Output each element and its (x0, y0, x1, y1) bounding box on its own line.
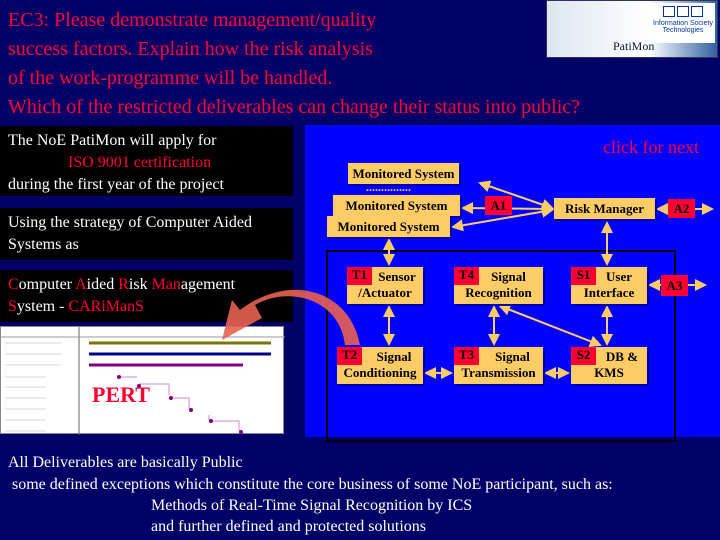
box-label: Interface (583, 285, 635, 300)
carimans-name: CARiManS (68, 298, 145, 315)
ist-sub: Technologies (662, 27, 704, 34)
iso-text: during the first year of the project (8, 176, 224, 193)
box-label: KMS (594, 365, 624, 380)
click-for-next-link[interactable]: click for next (603, 137, 699, 157)
box-label: DB & (605, 349, 639, 364)
box-label: /Actuator (358, 285, 412, 300)
ellipsis-dots: ............... (366, 180, 411, 194)
orange-curved-arrow (222, 289, 360, 345)
s2-db-kms-box: S2 DB &KMS (571, 347, 647, 384)
ist-logo: Information Society Technologies (651, 3, 715, 43)
title-line: Which of the restricted deliverables can… (8, 96, 581, 118)
a2-tag: A2 (668, 199, 695, 218)
iso-text: The NoE PatiMon will apply for (8, 132, 217, 149)
ist-label: Information Society (653, 20, 713, 27)
t1-sensor-box: T1 Sensor/Actuator (347, 267, 423, 304)
title-line: success factors. Explain how the risk an… (8, 38, 373, 60)
t4-tag: T4 (454, 267, 479, 285)
t3-tag: T3 (454, 347, 479, 365)
letter: S (8, 298, 17, 315)
word: ided (86, 276, 119, 293)
monitored-system-box: Monitored System (333, 195, 460, 216)
letter: C (8, 276, 19, 293)
box-label: Sensor (378, 269, 416, 284)
t1-tag: T1 (347, 267, 372, 285)
title-line: EC3: Please demonstrate management/quali… (8, 9, 377, 31)
s2-tag: S2 (571, 347, 596, 365)
exception-item: Methods of Real-Time Signal Recognition … (151, 497, 473, 514)
brand-name: PatiMon (613, 39, 655, 53)
box-label: Transmission (461, 365, 536, 380)
gantt-graphic (1, 327, 285, 435)
pert-label: PERT (92, 382, 150, 407)
word: agement (180, 276, 236, 293)
carimans-line2: System - CARiManS (8, 296, 285, 318)
box-label: Recognition (465, 285, 532, 300)
box-label: Signal (491, 269, 526, 284)
pert-gantt-chart (0, 326, 285, 435)
box-label: Signal (495, 349, 530, 364)
monitored-system-box: Monitored System (348, 163, 459, 184)
box-label: User (606, 269, 632, 284)
deliverables-public: All Deliverables are basically Public (8, 454, 243, 471)
carimans-line1: Computer Aided Risk Management (8, 274, 285, 296)
letter: Man (151, 276, 181, 293)
word: ystem - (16, 298, 69, 315)
box-label: Signal (376, 349, 412, 364)
iso-box: The NoE PatiMon will apply for ISO 9001 … (0, 126, 293, 196)
a3-tag: A3 (661, 275, 688, 296)
a1-tag: A1 (485, 196, 512, 215)
strategy-text: Systems as (8, 236, 79, 253)
strategy-box: Using the strategy of Computer Aided Sys… (0, 208, 293, 260)
monitored-system-box: Monitored System (327, 216, 450, 237)
title-line: of the work-programme will be handled. (8, 67, 333, 89)
patimon-logo: Information Society Technologies PatiMon (546, 0, 718, 58)
strategy-text: Using the strategy of Computer Aided (8, 214, 252, 231)
s1-tag: S1 (571, 267, 596, 285)
word: isk (128, 276, 152, 293)
box-label: Conditioning (343, 365, 417, 380)
word: omputer (18, 276, 76, 293)
exception-item: and further defined and protected soluti… (151, 518, 427, 535)
system-frame (326, 250, 676, 442)
risk-manager-box: Risk Manager (554, 198, 655, 219)
slide-title: EC3: Please demonstrate management/quali… (8, 6, 580, 122)
exceptions-text: some defined exceptions which constitute… (12, 476, 613, 493)
letter: A (75, 276, 87, 293)
iso-cert: ISO 9001 certification (68, 154, 212, 171)
t2-tag: T2 (337, 347, 362, 365)
letter: R (118, 276, 129, 293)
